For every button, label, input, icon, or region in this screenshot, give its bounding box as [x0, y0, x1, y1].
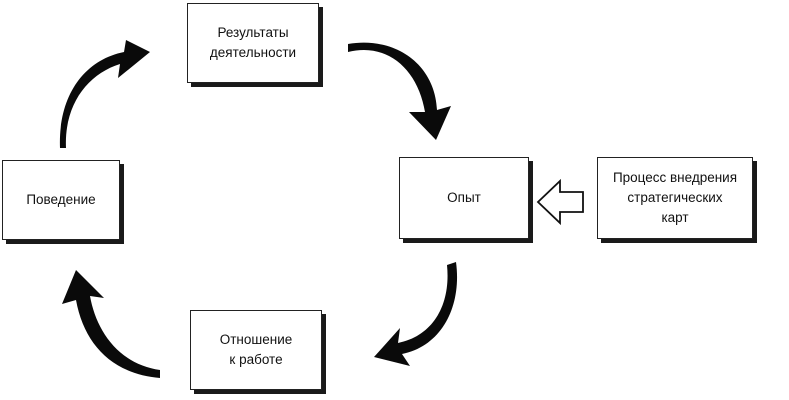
curved-arrow-attitude-to-behavior	[62, 270, 160, 378]
curved-arrow-behavior-to-results	[59, 40, 150, 148]
node-experience-label: Опыт	[447, 190, 481, 205]
node-results-label: Результаты деятельности	[209, 25, 297, 60]
node-process-label: Процесс внедрения стратегических карт	[612, 170, 738, 225]
curved-arrow-experience-to-attitude	[374, 262, 458, 366]
node-behavior: Поведение	[2, 160, 120, 240]
node-behavior-label: Поведение	[26, 192, 96, 207]
node-results: Результаты деятельности	[187, 3, 319, 83]
node-attitude: Отношение к работе	[190, 310, 322, 390]
node-process: Процесс внедрения стратегических карт	[597, 157, 753, 239]
hollow-arrow-process-to-experience	[536, 178, 584, 226]
node-experience: Опыт	[399, 157, 529, 239]
node-attitude-label: Отношение к работе	[219, 332, 293, 367]
curved-arrow-results-to-experience	[348, 42, 451, 140]
